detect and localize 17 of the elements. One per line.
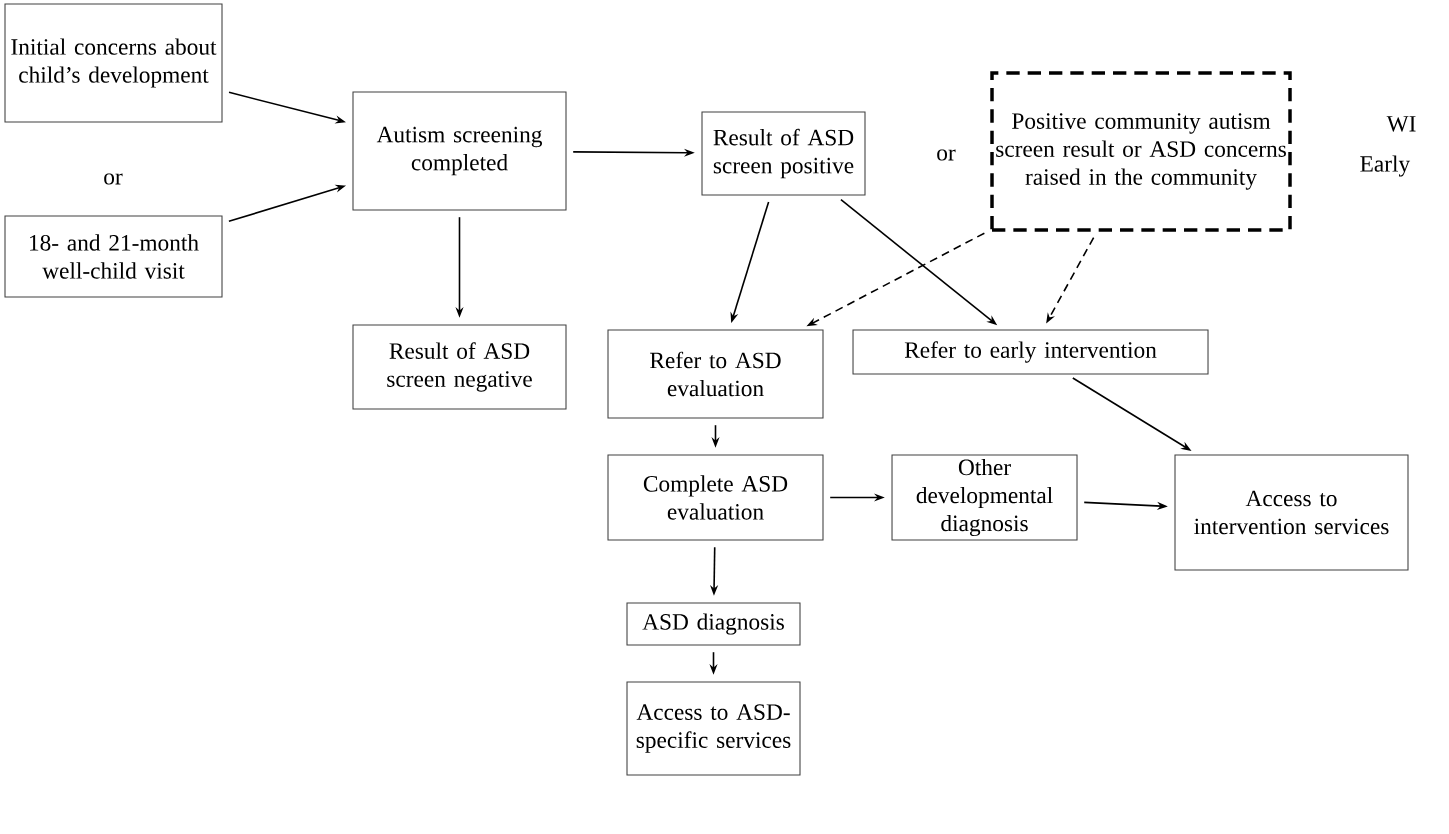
text-label: or bbox=[104, 173, 123, 185]
process-box: Access to intervention services bbox=[1174, 454, 1409, 571]
text-label: or bbox=[937, 149, 956, 161]
text-label: WI bbox=[1386, 116, 1416, 132]
text-label: Early bbox=[1360, 155, 1411, 177]
process-box: Refer to ASD evaluation bbox=[607, 329, 824, 419]
process-box: Complete ASD evaluation bbox=[607, 454, 824, 541]
process-box: Autism screening completed bbox=[352, 91, 567, 211]
process-box: Initial concerns about child’s development bbox=[4, 3, 223, 123]
process-box: Result of ASD screen negative bbox=[352, 324, 567, 410]
process-box: 18- and 21-month well-child visit bbox=[4, 215, 223, 298]
dashed-box: Positive community autism screen result or ASD concerns raised in the community bbox=[990, 71, 1292, 232]
process-box: Other developmental diagnosis bbox=[891, 454, 1078, 541]
process-box: Access to ASD-specific services bbox=[626, 681, 801, 776]
process-box: Result of ASD screen positive bbox=[701, 111, 866, 196]
process-box: Refer to early intervention bbox=[852, 329, 1209, 375]
process-box: ASD diagnosis bbox=[626, 602, 801, 646]
